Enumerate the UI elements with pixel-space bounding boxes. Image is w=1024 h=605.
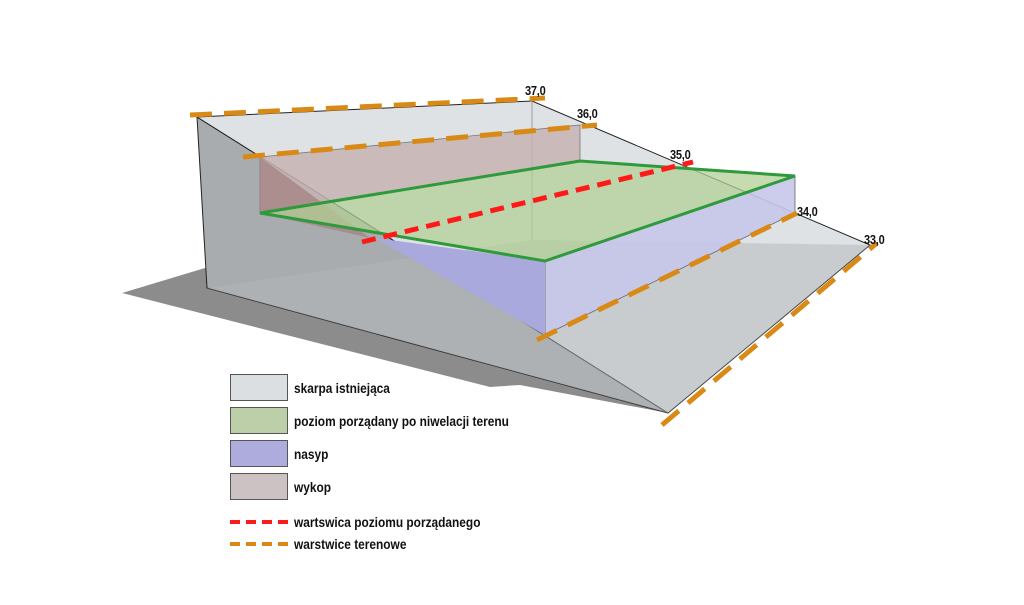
legend-item-fill: nasyp [230, 437, 547, 470]
desired-level-plane [259, 159, 796, 263]
swatch [230, 374, 288, 401]
swatch [230, 440, 288, 467]
contour-label-33: 33,0 [864, 232, 885, 247]
swatch [230, 473, 288, 500]
terrain-contours [189, 95, 879, 427]
contour-label-37: 37,0 [525, 83, 546, 98]
contour-label-36: 36,0 [577, 106, 598, 121]
legend-item-desired-contour: wartswica poziomu porządanego [230, 511, 547, 533]
fill-triangle [375, 238, 545, 335]
dash-swatch [230, 542, 288, 546]
dash-swatch [230, 520, 288, 524]
legend: skarpa istniejąca poziom porządany po ni… [230, 371, 547, 555]
legend-item-cut: wykop [230, 470, 547, 503]
desired-contour-line [361, 159, 694, 245]
legend-item-terrain-contours: warstwice terenowe [230, 533, 547, 555]
shadow [122, 268, 668, 413]
contour-label-35: 35,0 [670, 147, 691, 162]
legend-item-existing-slope: skarpa istniejąca [230, 371, 547, 404]
swatch [230, 407, 288, 434]
contour-label-34: 34,0 [797, 204, 818, 219]
legend-item-desired-level: poziom porządany po niwelacji terenu [230, 404, 547, 437]
